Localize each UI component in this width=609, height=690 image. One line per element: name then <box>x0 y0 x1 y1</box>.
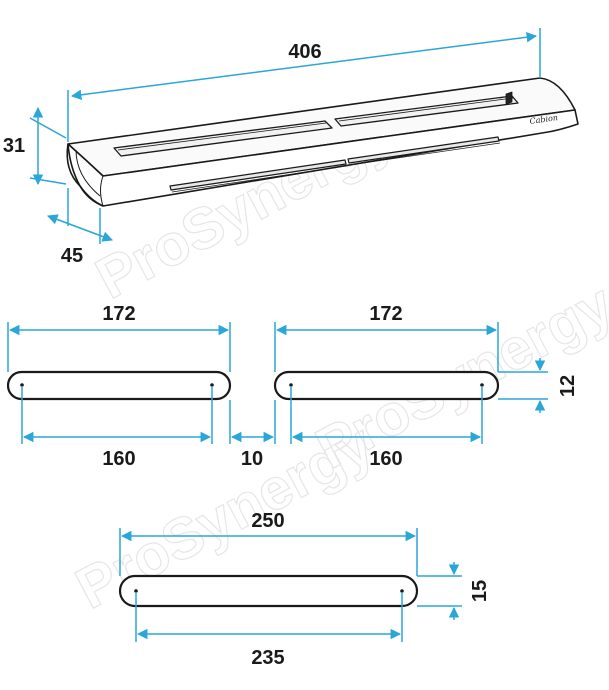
dimension-outlet-gap-label: 10 <box>241 448 263 470</box>
dimension-outlet-left-centers <box>21 386 213 444</box>
dimension-wall-centers-label: 235 <box>251 647 284 669</box>
vent-unit-illustration <box>66 77 579 207</box>
dimension-wall-height <box>417 562 462 620</box>
outlet-wall <box>118 574 419 608</box>
dimension-outlet-height <box>498 358 548 413</box>
dimension-outlet-right-total <box>274 322 499 372</box>
dimension-length-label: 406 <box>288 41 321 63</box>
dimension-outlet-left-total-label: 172 <box>102 303 135 325</box>
dimension-wall-total-label: 250 <box>251 510 284 532</box>
dimension-wall-height-label: 15 <box>469 580 491 602</box>
brand-logo: Cabion <box>529 113 559 126</box>
dimension-outlet-right-centers <box>290 386 483 444</box>
dimension-depth-label: 45 <box>61 245 83 267</box>
dimension-outlet-right-centers-label: 160 <box>369 448 402 470</box>
outlet-left <box>6 370 232 401</box>
dimension-length <box>67 28 541 142</box>
outlet-right <box>273 370 500 401</box>
dimension-wall-centers <box>135 592 403 642</box>
dimension-depth <box>47 188 113 244</box>
dimension-outlet-right-total-label: 172 <box>369 303 402 325</box>
dimension-height <box>29 106 67 186</box>
dimension-wall-total <box>119 528 418 576</box>
dimension-outlet-left-centers-label: 160 <box>102 448 135 470</box>
dimension-outlet-height-label: 12 <box>557 375 579 397</box>
dimension-height-label: 31 <box>3 135 25 157</box>
dimension-outlet-left-total <box>7 322 231 372</box>
dimension-outlet-gap <box>229 400 276 444</box>
